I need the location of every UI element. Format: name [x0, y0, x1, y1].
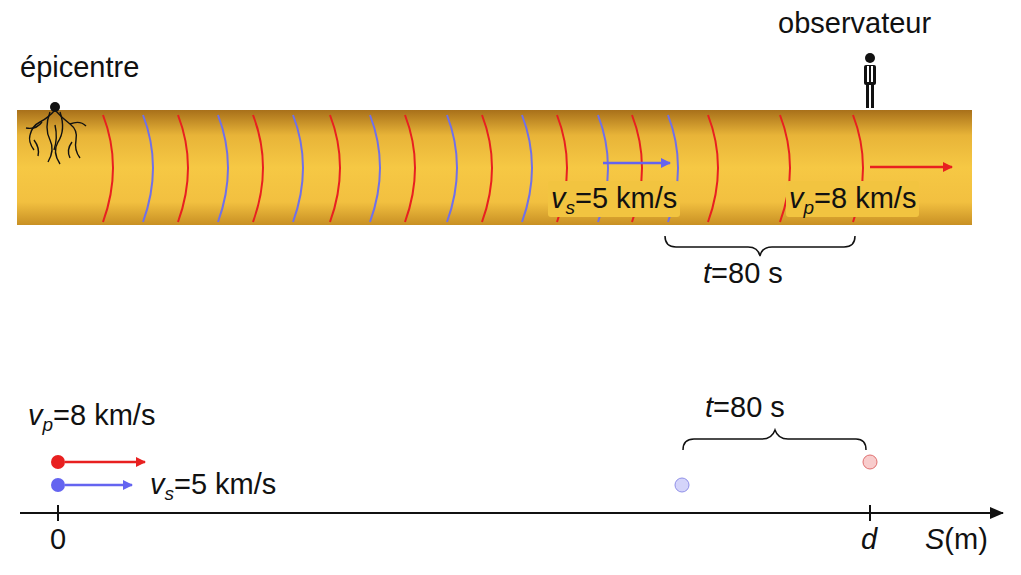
p-wave-arrow	[870, 166, 952, 169]
s-wave-dot	[51, 478, 65, 492]
label-text: t	[705, 391, 713, 423]
subscript: s	[566, 197, 576, 218]
label-text: S	[925, 523, 944, 555]
label-text: (m)	[944, 523, 987, 555]
time-delay: t=80 s	[705, 390, 785, 424]
label-text: =5 km/s	[174, 468, 276, 500]
s-wave-speed: vs=5 km/s	[548, 181, 680, 217]
label-text: 0	[50, 523, 66, 555]
label-text: =8 km/s	[53, 399, 155, 431]
label-text: =80 s	[711, 257, 783, 289]
label-text: v	[150, 468, 165, 500]
label-text: =80 s	[713, 391, 785, 423]
observer-label: observateur	[778, 6, 931, 40]
distance-axis	[20, 512, 1003, 514]
axis-distance: d	[861, 522, 877, 556]
label-text: =5 km/s	[575, 182, 677, 214]
p-wave-arrow	[65, 461, 145, 464]
subscript: s	[165, 483, 175, 504]
label-text: observateur	[778, 7, 931, 39]
subscript: p	[43, 414, 54, 435]
s-wave-speed: vs=5 km/s	[150, 467, 276, 503]
epicentre-cracks	[26, 102, 86, 164]
p-wave-speed: vp=8 km/s	[786, 181, 919, 217]
axis-tick	[869, 505, 871, 521]
label-text: t	[703, 257, 711, 289]
time-brace	[683, 430, 866, 450]
label-text: v	[789, 182, 804, 214]
label-text: d	[861, 523, 877, 555]
s-wave-arrow	[603, 162, 670, 165]
subscript: p	[804, 197, 815, 218]
p-wave-dot	[51, 455, 65, 469]
axis-tick	[57, 505, 59, 521]
axis-title: S(m)	[925, 522, 988, 556]
s-wave-arrow	[65, 484, 132, 487]
axis-origin: 0	[50, 522, 66, 556]
time-brace	[665, 236, 855, 256]
label-text: v	[28, 399, 43, 431]
time-delay: t=80 s	[703, 256, 783, 290]
p-wave-dot-later	[863, 455, 877, 469]
epicentre-label: épicentre	[20, 50, 139, 84]
label-text: v	[551, 182, 566, 214]
s-wave-dot-later	[675, 478, 689, 492]
wave-fronts	[103, 115, 863, 222]
ground-band	[17, 110, 972, 225]
label-text: épicentre	[20, 51, 139, 83]
p-wave-speed: vp=8 km/s	[28, 398, 155, 434]
observer-figure	[864, 53, 876, 108]
label-text: =8 km/s	[814, 182, 916, 214]
